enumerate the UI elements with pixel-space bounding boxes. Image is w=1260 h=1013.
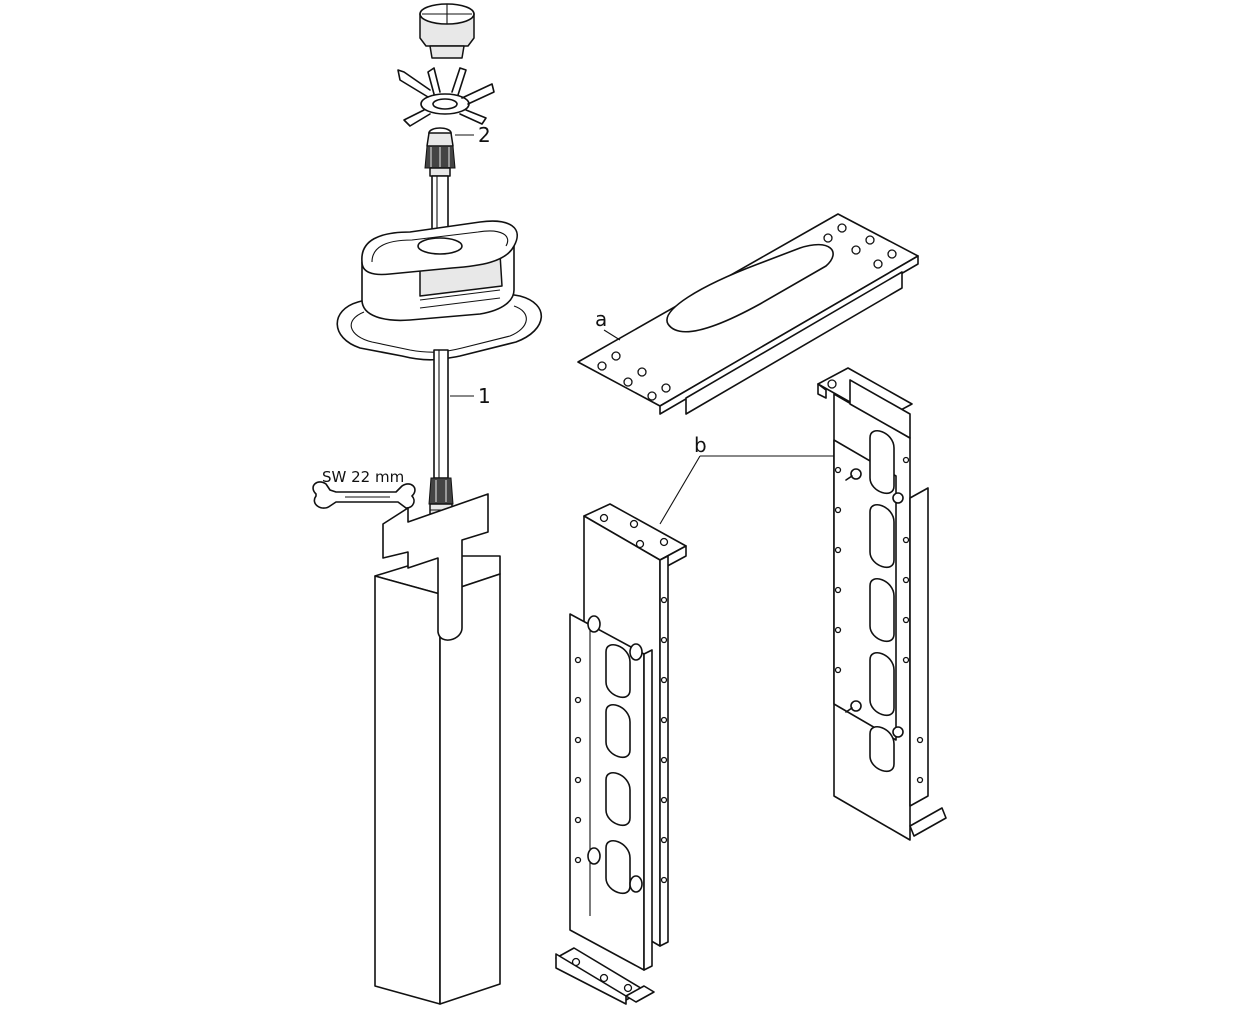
column-cover [374,493,501,1005]
part-2-nut [424,127,456,177]
wrench-label: SW 22 mm [322,468,404,486]
part-b-bracket-left [555,503,687,1005]
wrench-icon [312,481,416,509]
leader-a [603,329,621,341]
star-clip [397,67,495,127]
label-part-a: a [595,307,607,331]
part-1-rod [428,349,454,523]
leader-b-left [659,455,701,525]
top-cap [419,3,475,59]
label-part-b: b [694,433,707,457]
label-part-2: 2 [478,123,491,147]
label-part-1: 1 [478,384,491,408]
part-b-bracket-right [817,367,947,841]
part-a-plate [577,213,919,415]
oval-housing [336,220,543,361]
